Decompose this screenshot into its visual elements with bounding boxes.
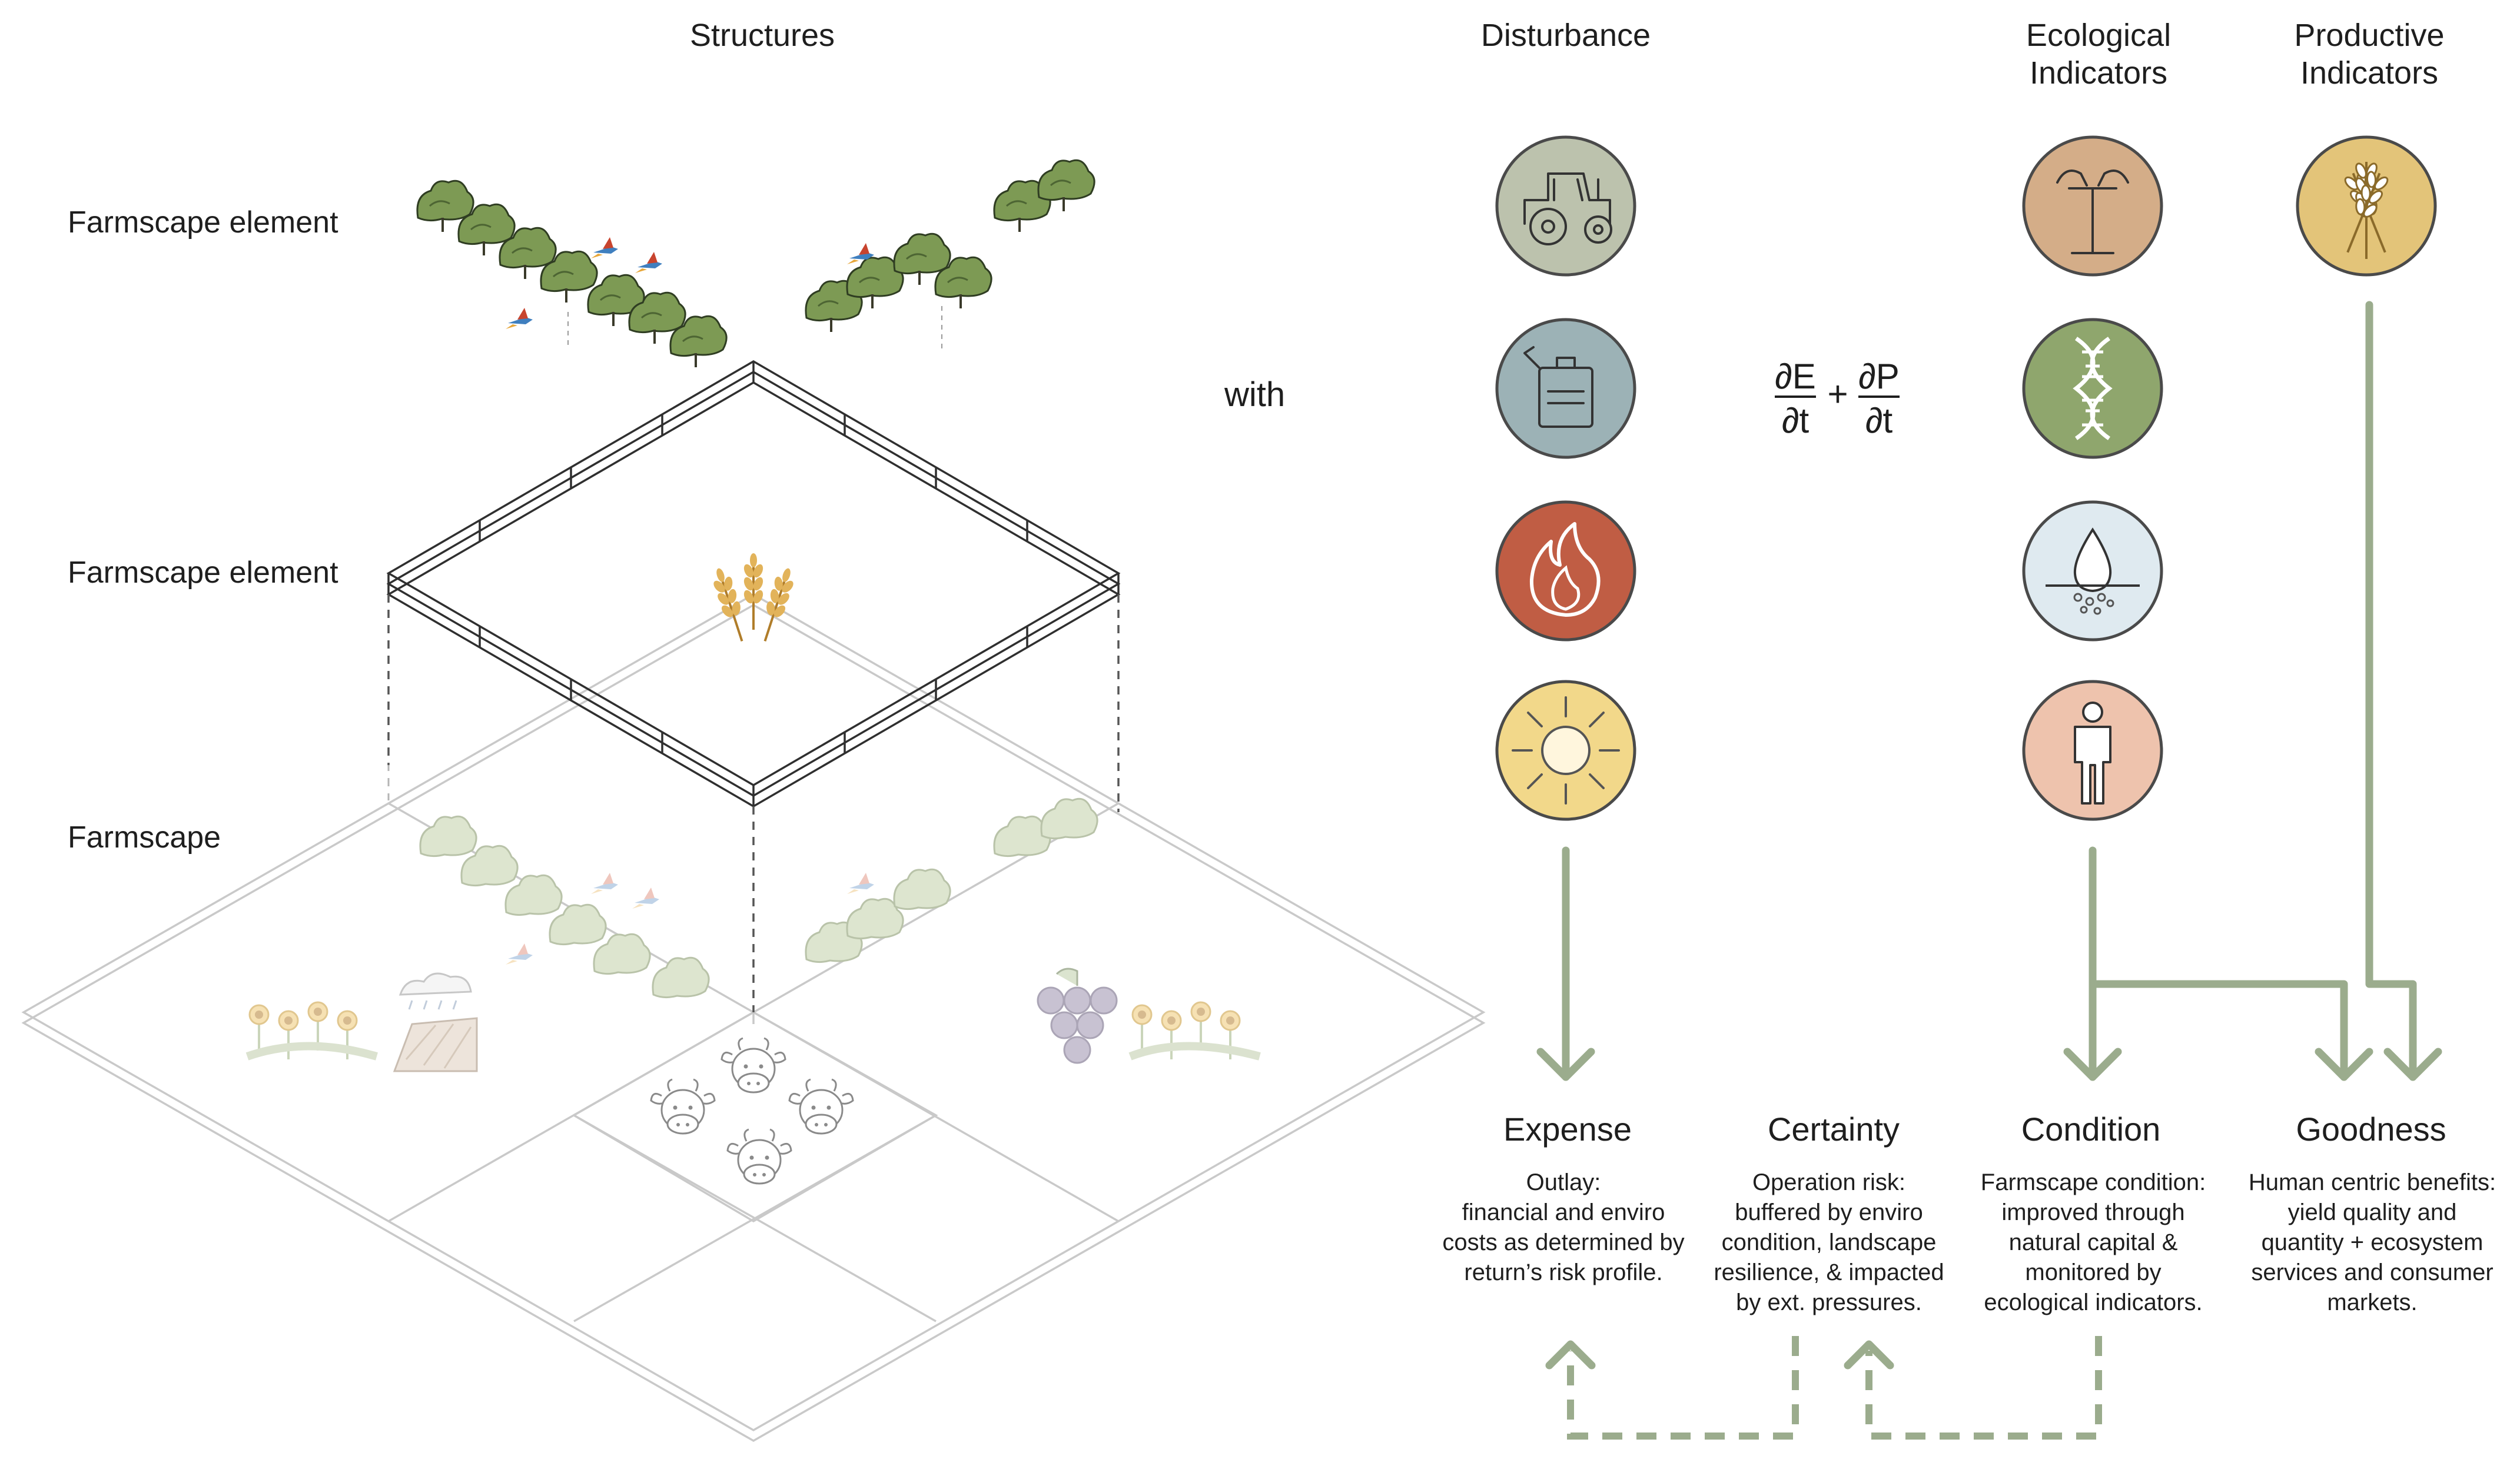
faint-hedgerow-left	[419, 815, 710, 999]
outcome-body-line: resilience, & impacted	[1714, 1259, 1944, 1285]
rate-formula: ∂E ∂t + ∂P ∂t	[1775, 357, 1900, 440]
header-productive-line2: Indicators	[2300, 55, 2438, 91]
tractor-icon	[1495, 135, 1636, 277]
outcome-body-line: services and consumer	[2251, 1259, 2493, 1285]
outcome-body-line: Operation risk:	[1752, 1169, 1905, 1195]
dashed-certainty-to-expense	[1567, 1336, 1799, 1440]
header-structures: Structures	[690, 18, 835, 53]
level-label-top: Farmscape element	[68, 205, 338, 240]
formula-numerator-p: ∂P	[1858, 357, 1900, 396]
sun-icon	[1495, 680, 1636, 821]
wheat-icon	[2296, 135, 2437, 277]
arrow-productive-to-goodness	[2365, 301, 2417, 1081]
faint-crop-elements	[245, 968, 1261, 1072]
outcome-goodness: Goodness Human centric benefits: yield q…	[2249, 1111, 2496, 1315]
outcome-body-line: yield quality and	[2288, 1199, 2457, 1225]
outcome-body-line: by ext. pressures.	[1736, 1289, 1922, 1315]
flow-arrows	[1536, 301, 2442, 1440]
faint-grapes	[1037, 968, 1118, 1064]
outcome-body-line: Human centric benefits:	[2249, 1169, 2496, 1195]
outcome-body-line: monitored by	[2025, 1259, 2161, 1285]
fuel-can-icon	[1495, 318, 1636, 459]
outcome-title-expense: Expense	[1503, 1111, 1632, 1148]
outcome-body-line: buffered by enviro	[1735, 1199, 1923, 1225]
paddock-element	[386, 360, 1121, 1012]
header-ecological-line2: Indicators	[2030, 55, 2167, 91]
dna-icon	[2022, 318, 2163, 459]
formula-denominator-2: ∂t	[1865, 401, 1893, 440]
formula-numerator-e: ∂E	[1775, 357, 1816, 396]
formula-operator: +	[1827, 374, 1848, 414]
dashed-condition-to-certainty	[1865, 1336, 2102, 1440]
outcome-title-certainty: Certainty	[1768, 1111, 1900, 1148]
header-disturbance: Disturbance	[1481, 18, 1651, 53]
faint-hedgerow-right	[805, 797, 1098, 963]
outcome-title-condition: Condition	[2021, 1111, 2161, 1148]
fire-icon	[1495, 500, 1636, 642]
outcome-body-line: condition, landscape	[1722, 1229, 1937, 1255]
person-icon	[2022, 680, 2163, 821]
header-ecological-line1: Ecological	[2026, 18, 2171, 53]
farmscape-grid	[21, 593, 1486, 1443]
outcome-body-line: return’s risk profile.	[1464, 1259, 1662, 1285]
level-label-middle: Farmscape element	[68, 556, 338, 590]
outcome-condition: Condition Farmscape condition: improved …	[1981, 1111, 2206, 1315]
outcome-body-line: Farmscape condition:	[1981, 1169, 2206, 1195]
water-drop-icon	[2022, 500, 2163, 642]
with-label: with	[1224, 375, 1285, 414]
outcome-body-line: natural capital &	[2009, 1229, 2178, 1255]
outcome-body-line: financial and enviro	[1462, 1199, 1665, 1225]
outcome-body-line: ecological indicators.	[1984, 1289, 2202, 1315]
formula-denominator-1: ∂t	[1782, 401, 1810, 440]
level-label-bottom: Farmscape	[68, 820, 221, 855]
header-productive-line1: Productive	[2294, 18, 2444, 53]
outcome-body-line: quantity + ecosystem	[2262, 1229, 2484, 1255]
soil-probe-icon	[2022, 135, 2163, 277]
outcome-body-line: markets.	[2327, 1289, 2417, 1315]
hedgerow-left	[416, 180, 728, 368]
hedgerow-right	[804, 159, 1096, 353]
outcome-certainty: Certainty Operation risk: buffered by en…	[1714, 1111, 1944, 1315]
outcome-body-line: costs as determined by	[1442, 1229, 1684, 1255]
outcome-body-line: improved through	[2001, 1199, 2184, 1225]
paddock-wheat	[706, 552, 801, 646]
outcome-title-goodness: Goodness	[2296, 1111, 2446, 1148]
arrow-condition-to-goodness	[2089, 980, 2348, 1081]
outcome-expense: Expense Outlay: financial and enviro cos…	[1442, 1111, 1684, 1285]
outcome-body-line: Outlay:	[1526, 1169, 1601, 1195]
cattle-group	[650, 1037, 854, 1185]
